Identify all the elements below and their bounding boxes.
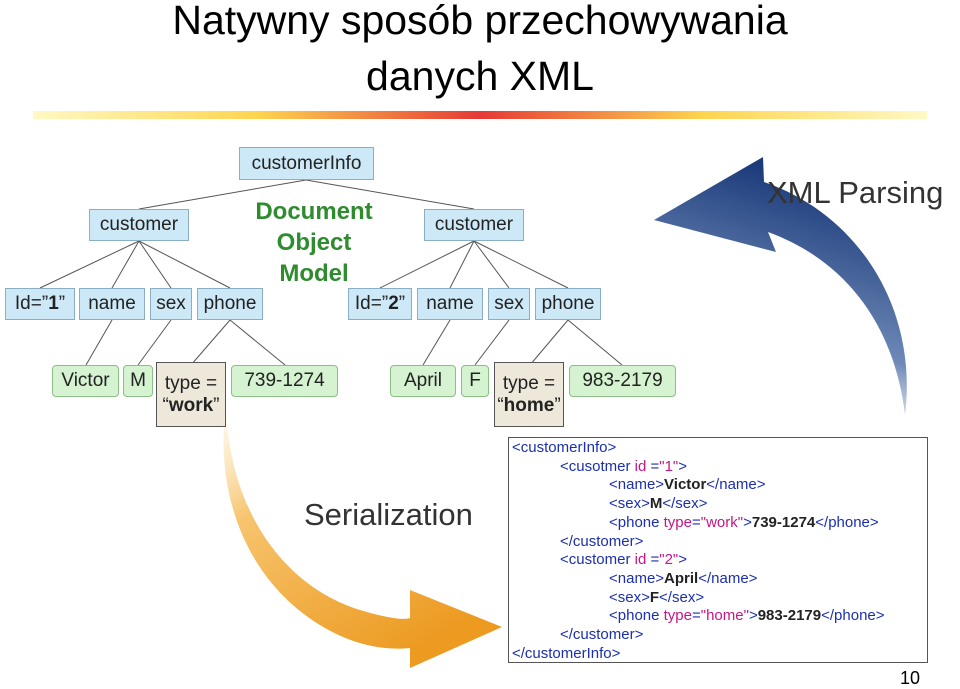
dom-label: Document Object Model xyxy=(255,198,373,287)
sex-value-node-2: F xyxy=(461,365,489,397)
page-number: 10 xyxy=(899,668,920,688)
phone-node-2: phone xyxy=(535,288,601,320)
xml-parsing-label: XML Parsing xyxy=(767,175,944,210)
xml-line: <name>April</name> xyxy=(609,569,758,587)
xml-line: <customerInfo> xyxy=(512,439,617,456)
sex-node-2: sex xyxy=(488,288,530,320)
parsing-arrow-icon xyxy=(654,157,907,415)
id-node-2: Id=”2” xyxy=(348,288,412,320)
xml-line: <customer id ="2"> xyxy=(560,551,688,569)
name-value-node-1: Victor xyxy=(52,365,119,397)
root-node: customerInfo xyxy=(239,147,374,180)
xml-line: <sex>F</sex> xyxy=(609,588,705,606)
customer-node-2: customer xyxy=(424,209,524,241)
xml-line: <cusotmer id ="1"> xyxy=(560,457,688,475)
id-node-1: Id=”1” xyxy=(5,288,75,320)
sex-value-node-1: M xyxy=(123,365,153,397)
sex-node-1: sex xyxy=(150,288,192,320)
title-divider xyxy=(33,111,927,119)
phone-value-node-1: 739-1274 xyxy=(231,365,338,397)
xml-line: </customer> xyxy=(560,532,644,550)
name-node-1: name xyxy=(79,288,145,320)
xml-line: <sex>M</sex> xyxy=(609,495,708,513)
xml-line: <name>Victor</name> xyxy=(609,476,766,494)
name-node-2: name xyxy=(417,288,483,320)
serialization-label: Serialization xyxy=(304,497,473,532)
serialization-arrow-icon xyxy=(223,404,502,668)
xml-code-box: <customerInfo> <cusotmer id ="1"> <name>… xyxy=(508,437,928,663)
phone-node-1: phone xyxy=(197,288,263,320)
xml-line: <phone type="home">983-2179</phone> xyxy=(609,607,885,625)
customer-node-1: customer xyxy=(89,209,189,241)
phone-value-node-2: 983-2179 xyxy=(569,365,676,397)
slide-title-line2: danych XML xyxy=(366,53,594,99)
name-value-node-2: April xyxy=(390,365,456,397)
slide-title-line1: Natywny sposób przechowywania xyxy=(172,0,788,43)
xml-line: <phone type="work">739-1274</phone> xyxy=(609,513,879,531)
xml-line: </customerInfo> xyxy=(512,644,621,662)
xml-line: </customer> xyxy=(560,626,644,644)
type-attr-node-1: type = “work” xyxy=(156,362,226,427)
tree-connectors xyxy=(39,179,623,366)
type-attr-node-2: type = “home” xyxy=(494,362,564,427)
